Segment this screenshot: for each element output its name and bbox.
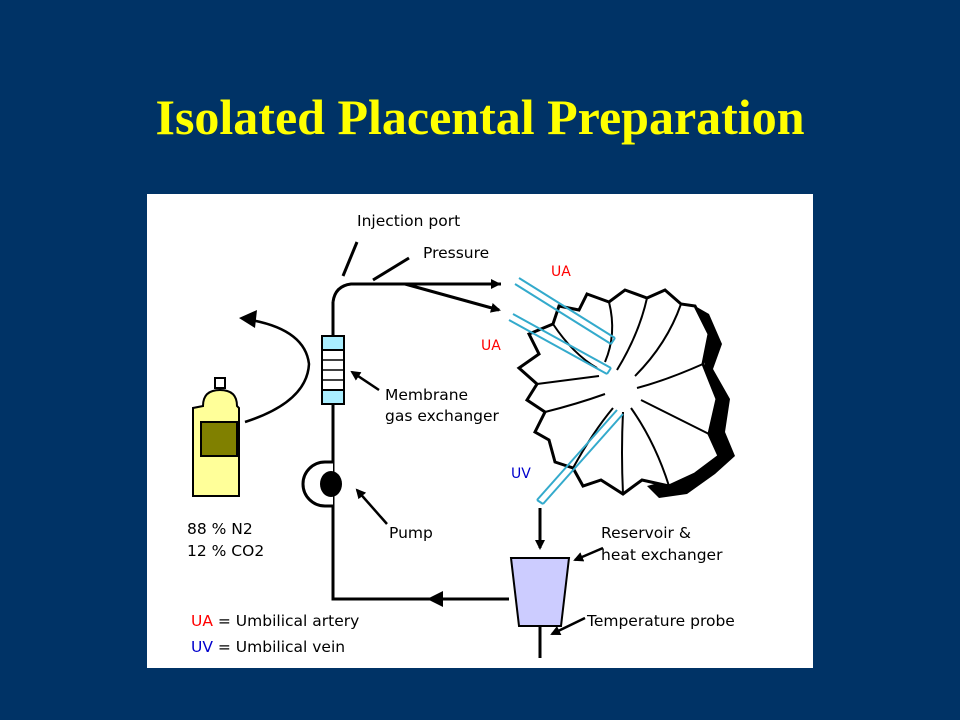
injection-port-label: Injection port xyxy=(357,212,460,230)
slide-title: Isolated Placental Preparation xyxy=(155,89,805,145)
gas-mix-line2: 12 % CO2 xyxy=(187,542,264,560)
label-pointers xyxy=(350,370,604,636)
membrane-gas-exchanger xyxy=(321,335,345,405)
uv-label: UV xyxy=(511,466,531,482)
legend-ua-text: = Umbilical artery xyxy=(213,612,359,630)
temperature-probe-label: Temperature probe xyxy=(586,612,735,630)
legend-ua-abbr: UA xyxy=(191,612,213,630)
gas-mix-line1: 88 % N2 xyxy=(187,520,253,538)
ua-label-2: UA xyxy=(481,338,501,354)
return-flow-arrow xyxy=(427,591,443,607)
artery-flow-arrows xyxy=(385,279,501,313)
circuit-tubing xyxy=(331,282,509,601)
ua-cannula-1 xyxy=(514,277,616,345)
ua-label-1: UA xyxy=(551,264,571,280)
reservoir xyxy=(509,557,571,627)
ua-cannula-2 xyxy=(508,313,612,375)
legend-uv: UV = Umbilical vein xyxy=(191,638,345,656)
gas-flow-arrow xyxy=(244,318,311,424)
gas-cylinder xyxy=(192,377,240,497)
pressure-label: Pressure xyxy=(423,244,489,262)
reservoir-label-line2: heat exchanger xyxy=(601,546,723,564)
uv-cannula xyxy=(536,409,624,505)
legend-uv-abbr: UV xyxy=(191,638,213,656)
pump-label: Pump xyxy=(389,524,433,542)
diagram-panel: Injection port Pressure UA UA UV Membran… xyxy=(147,194,813,668)
pump xyxy=(301,460,342,508)
perfusion-circuit-diagram: Injection port Pressure UA UA UV Membran… xyxy=(187,212,735,658)
placenta xyxy=(516,288,721,496)
gas-flow-arrowhead xyxy=(239,310,257,328)
legend-uv-text: = Umbilical vein xyxy=(213,638,345,656)
injection-port-line xyxy=(341,241,410,282)
membrane-label-line1: Membrane xyxy=(385,386,468,404)
reservoir-label-line1: Reservoir & xyxy=(601,524,691,542)
membrane-label-line2: gas exchanger xyxy=(385,407,500,425)
legend-ua: UA = Umbilical artery xyxy=(191,612,359,630)
